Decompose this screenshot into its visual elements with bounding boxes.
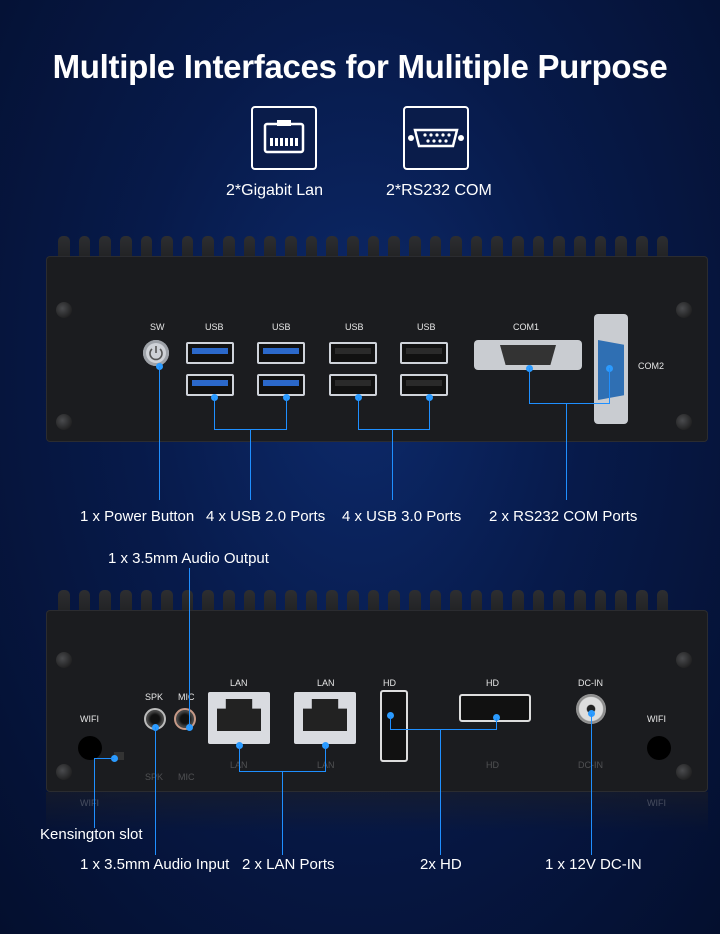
port-label-sw: SW — [150, 322, 165, 332]
reflection-wifi-left: WIFI — [80, 798, 99, 808]
port-label-lan-2: LAN — [317, 678, 335, 688]
feature-label-lan: 2*Gigabit Lan — [226, 182, 323, 199]
port-label-hd-1: HD — [383, 678, 396, 688]
caption-audio-out: 1 x 3.5mm Audio Output — [108, 550, 269, 567]
port-label-lan-1: LAN — [230, 678, 248, 688]
usb2-port[interactable] — [186, 374, 234, 396]
port-label-wifi-right: WIFI — [647, 714, 666, 724]
port-label-usb-4: USB — [417, 322, 436, 332]
caption-hd: 2x HD — [420, 856, 462, 873]
caption-usb2: 4 x USB 2.0 Ports — [206, 508, 326, 525]
caption-lan: 2 x LAN Ports — [242, 856, 335, 873]
port-label-usb-3: USB — [345, 322, 364, 332]
usb3-port[interactable] — [400, 342, 448, 364]
usb3-port[interactable] — [329, 374, 377, 396]
caption-usb3: 4 x USB 3.0 Ports — [342, 508, 462, 525]
usb2-port[interactable] — [257, 374, 305, 396]
reflection-wifi-right: WIFI — [647, 798, 666, 808]
reflection — [46, 792, 708, 832]
caption-kensington: Kensington slot — [40, 826, 143, 843]
reflection-lan-1: LAN — [230, 760, 248, 770]
caption-com: 2 x RS232 COM Ports — [489, 508, 638, 525]
page-title: Multiple Interfaces for Mulitiple Purpos… — [52, 48, 668, 85]
kensington-slot — [114, 752, 124, 760]
caption-power: 1 x Power Button — [80, 508, 195, 525]
ethernet-port-icon — [251, 106, 317, 170]
port-label-com1: COM1 — [513, 322, 540, 332]
serial-port-icon — [403, 106, 469, 170]
hdmi-port-vertical[interactable] — [380, 690, 408, 762]
port-label-com2: COM2 — [638, 361, 665, 371]
caption-audio-in: 1 x 3.5mm Audio Input — [80, 856, 230, 873]
caption-dcin: 1 x 12V DC-IN — [545, 856, 642, 873]
rear-panel: WIFI SPK MIC LAN LAN HD HD DC-IN WIFI SP… — [46, 610, 708, 792]
usb2-port[interactable] — [186, 342, 234, 364]
port-label-dcin: DC-IN — [578, 678, 603, 688]
port-label-usb-1: USB — [205, 322, 224, 332]
wifi-antenna-right — [647, 736, 671, 760]
port-label-spk: SPK — [145, 692, 164, 702]
usb2-port[interactable] — [257, 342, 305, 364]
port-label-hd-2: HD — [486, 678, 499, 688]
lan-port[interactable] — [208, 692, 270, 744]
usb3-port[interactable] — [329, 342, 377, 364]
power-button[interactable] — [143, 340, 169, 366]
reflection-mic: MIC — [178, 772, 195, 782]
reflection-dcin: DC-IN — [578, 760, 603, 770]
reflection-spk: SPK — [145, 772, 164, 782]
front-panel: SW USB USB USB USB COM1 COM2 — [46, 256, 708, 442]
port-label-usb-2: USB — [272, 322, 291, 332]
feature-label-com: 2*RS232 COM — [386, 182, 492, 199]
port-label-mic: MIC — [178, 692, 195, 702]
com1-port[interactable] — [474, 340, 582, 370]
usb3-port[interactable] — [400, 374, 448, 396]
reflection-hd: HD — [486, 760, 499, 770]
lan-port[interactable] — [294, 692, 356, 744]
power-icon — [149, 346, 163, 361]
wifi-antenna-left — [78, 736, 102, 760]
port-label-wifi-left: WIFI — [80, 714, 99, 724]
